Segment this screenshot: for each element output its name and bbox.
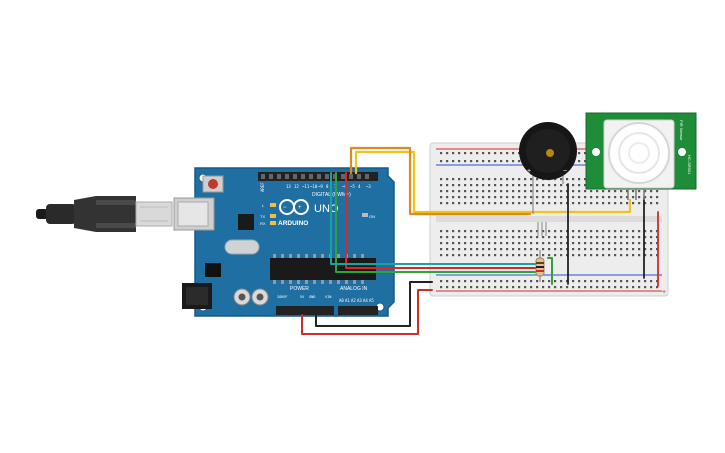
led-legs (537, 222, 547, 236)
aref-label: AREF (260, 182, 265, 192)
svg-text:5V: 5V (300, 295, 305, 299)
svg-text:~11: ~11 (302, 184, 310, 189)
wire-red-5v (301, 289, 433, 335)
svg-text:4: 4 (358, 184, 361, 189)
usb-cable[interactable] (36, 196, 173, 232)
svg-text:A0: A0 (339, 298, 344, 303)
svg-text:VIN: VIN (325, 295, 331, 299)
on-label: ON (369, 214, 375, 219)
wire-teal (330, 172, 537, 265)
analog-label: ANALOG IN (340, 286, 368, 292)
svg-text:~9: ~9 (318, 184, 323, 189)
svg-text:A5: A5 (369, 298, 374, 303)
wire-green (335, 172, 539, 273)
wire-orange (349, 146, 532, 216)
svg-text:+: + (298, 205, 302, 211)
wire-red-signal (345, 172, 539, 269)
arduino-logo-text: ARDUINO (278, 220, 308, 227)
tx-label: TX (260, 214, 265, 219)
buzzer-minus-label: − (563, 168, 567, 175)
piezo-buzzer[interactable]: + − (519, 122, 577, 214)
svg-text:12: 12 (294, 184, 299, 189)
digital-pin-labels: 13 12 ~11 ~10 ~9 8 7 ~6 ~5 4 ~3 (286, 184, 371, 189)
buzzer-plus-label: + (527, 168, 531, 175)
l-label: L (262, 203, 265, 208)
pir-label-top: PIR Sensor (679, 120, 684, 141)
pir-sensor[interactable]: PIR Sensor HC-SR501 (585, 112, 697, 200)
svg-text:A4: A4 (363, 298, 368, 303)
svg-text:A1: A1 (345, 298, 350, 303)
rx-label: RX (260, 221, 266, 226)
pir-label-side: HC-SR501 (687, 155, 692, 175)
svg-text:~3: ~3 (366, 184, 371, 189)
pir-dome (608, 122, 670, 184)
svg-text:IOREF: IOREF (277, 295, 288, 299)
svg-text:~5: ~5 (350, 184, 355, 189)
arduino-board[interactable]: AREF 13 12 ~11 ~10 ~9 8 7 ~6 ~5 4 ~3 DIG… (173, 167, 395, 317)
svg-text:A2: A2 (351, 298, 356, 303)
power-header[interactable] (276, 306, 334, 315)
wire-yellow (354, 150, 632, 214)
svg-text:~10: ~10 (310, 184, 318, 189)
rail-plus-bottom-label: + (662, 289, 666, 296)
power-pin-labels: IOREF 5V GND VIN (277, 295, 331, 299)
svg-text:GND: GND (309, 295, 315, 299)
reset-button[interactable] (208, 179, 218, 189)
svg-text:A3: A3 (357, 298, 362, 303)
analog-pin-labels: A0 A1 A2 A3 A4 A5 (339, 298, 374, 303)
wires[interactable] (301, 146, 659, 335)
wire-black (315, 281, 433, 327)
svg-text:13: 13 (286, 184, 291, 189)
svg-text:−: − (283, 205, 287, 211)
resistor[interactable] (535, 250, 545, 282)
svg-text:8: 8 (326, 184, 329, 189)
analog-header[interactable] (338, 306, 378, 315)
power-label: POWER (290, 286, 309, 292)
wire-green-2 (547, 257, 553, 285)
arduino-logo-icon: − + (279, 199, 309, 215)
board-model: UNO (314, 203, 339, 215)
svg-text:~6: ~6 (342, 184, 347, 189)
